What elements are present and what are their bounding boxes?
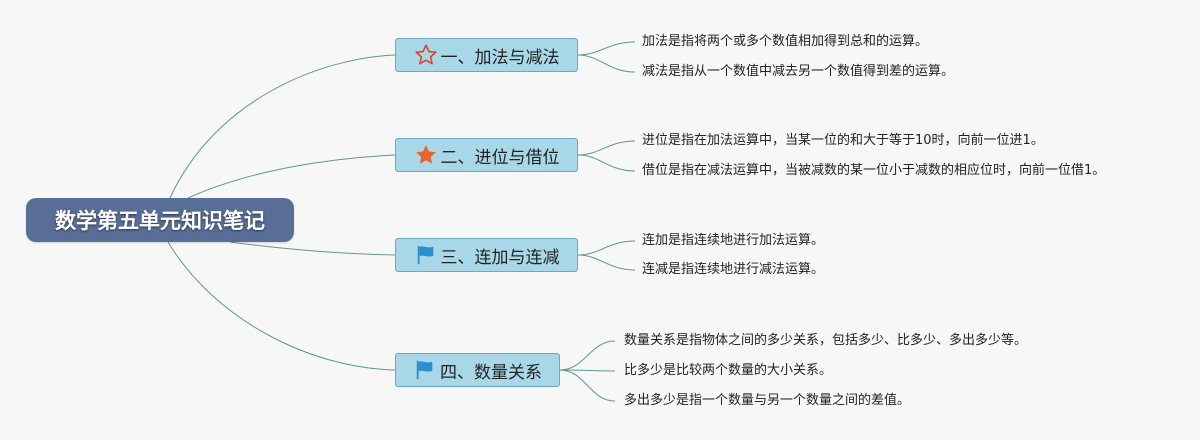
- connector-root-branch-1: [169, 54, 396, 199]
- flag-icon: [414, 243, 438, 267]
- connector-b4-n3: [559, 369, 616, 402]
- root-topic-label: 数学第五单元知识笔记: [55, 209, 265, 233]
- connector-b1-n2: [577, 54, 636, 73]
- connector-root-branch-3: [229, 241, 396, 256]
- star-outline-icon: [414, 43, 438, 67]
- connector-b3-n1: [577, 240, 636, 256]
- branch-topic-carry-borrow[interactable]: 二、进位与借位: [395, 138, 578, 172]
- flag-icon: [413, 358, 437, 382]
- connector-b1-n1: [577, 41, 636, 56]
- connector-root-branch-4: [167, 241, 396, 371]
- subtopic-note[interactable]: 比多少是比较两个数量的大小关系。: [624, 363, 833, 378]
- branch-topic-quantity-relation[interactable]: 四、数量关系: [395, 353, 560, 387]
- branch-topic-consecutive[interactable]: 三、连加与连减: [395, 238, 578, 272]
- branch-topic-label: 三、连加与连减: [440, 247, 560, 268]
- subtopic-note[interactable]: 连减是指连续地进行减法运算。: [642, 262, 825, 277]
- branch-topic-addition-subtraction[interactable]: 一、加法与减法: [395, 38, 578, 72]
- subtopic-note[interactable]: 进位是指在加法运算中，当某一位的和大于等于10时，向前一位进1。: [642, 133, 1044, 148]
- branch-topic-label: 一、加法与减法: [440, 47, 560, 68]
- subtopic-note[interactable]: 借位是指在减法运算中，当被减数的某一位小于减数的相应位时，向前一位借1。: [642, 163, 1106, 178]
- subtopic-note[interactable]: 数量关系是指物体之间的多少关系，包括多少、比多少、多出多少等。: [624, 333, 1028, 348]
- star-filled-icon: [414, 143, 438, 167]
- branch-topic-label: 四、数量关系: [440, 362, 542, 383]
- connector-b4-n1: [559, 340, 616, 371]
- root-topic[interactable]: 数学第五单元知识笔记: [26, 198, 294, 242]
- connector-b2-n2: [577, 154, 636, 172]
- connector-b4-n2: [559, 369, 616, 372]
- connector-root-branch-2: [187, 154, 396, 199]
- subtopic-note[interactable]: 加法是指将两个或多个数值相加得到总和的运算。: [642, 34, 929, 49]
- connector-b3-n2: [577, 254, 636, 271]
- subtopic-note[interactable]: 减法是指从一个数值中减去另一个数值得到差的运算。: [642, 64, 955, 79]
- branch-topic-label: 二、进位与借位: [440, 147, 560, 168]
- connector-b2-n1: [577, 140, 636, 156]
- subtopic-note[interactable]: 连加是指连续地进行加法运算。: [642, 233, 825, 248]
- subtopic-note[interactable]: 多出多少是指一个数量与另一个数量之间的差值。: [624, 393, 911, 408]
